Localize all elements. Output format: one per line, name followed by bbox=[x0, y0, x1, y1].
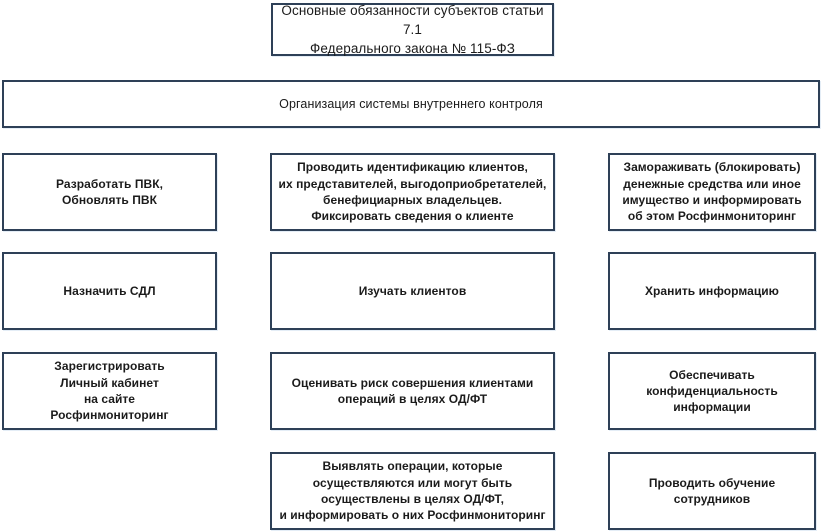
node-center-2-label: Изучать клиентов bbox=[358, 283, 467, 298]
node-title-box[interactable]: Основные обязанности субъектов статьи 7.… bbox=[271, 3, 554, 56]
node-left-2-label: Назначить СДЛ bbox=[63, 283, 156, 298]
node-center-1-label: Проводить идентификацию клиентов, их пре… bbox=[278, 160, 547, 224]
node-left-1-label: Разработать ПВК, Обновлять ПВК bbox=[56, 176, 163, 207]
node-right-3-label: Обеспечивать конфиденциальность информац… bbox=[646, 367, 778, 415]
node-right-1[interactable]: Замораживать (блокировать) денежные сред… bbox=[608, 153, 816, 231]
node-center-4-label: Выявлять операции, которые осуществляютс… bbox=[279, 459, 546, 523]
node-left-2[interactable]: Назначить СДЛ bbox=[2, 252, 217, 330]
node-left-3-label: Зарегистрировать Личный кабинет на сайте… bbox=[50, 359, 169, 423]
node-left-1[interactable]: Разработать ПВК, Обновлять ПВК bbox=[2, 153, 217, 231]
node-center-2[interactable]: Изучать клиентов bbox=[270, 252, 555, 330]
node-center-3[interactable]: Оценивать риск совершения клиентами опер… bbox=[270, 352, 555, 430]
node-right-4[interactable]: Проводить обучение сотрудников bbox=[608, 452, 816, 530]
node-right-2[interactable]: Хранить информацию bbox=[608, 252, 816, 330]
node-right-2-label: Хранить информацию bbox=[645, 283, 779, 298]
node-right-1-label: Замораживать (блокировать) денежные сред… bbox=[622, 160, 802, 224]
node-left-3[interactable]: Зарегистрировать Личный кабинет на сайте… bbox=[2, 352, 217, 430]
node-band-label: Организация системы внутреннего контроля bbox=[279, 96, 543, 111]
node-band-internal-control[interactable]: Организация системы внутреннего контроля bbox=[2, 80, 820, 128]
node-right-3[interactable]: Обеспечивать конфиденциальность информац… bbox=[608, 352, 816, 430]
node-center-3-label: Оценивать риск совершения клиентами опер… bbox=[291, 375, 534, 406]
node-center-4[interactable]: Выявлять операции, которые осуществляютс… bbox=[270, 452, 555, 530]
node-center-1[interactable]: Проводить идентификацию клиентов, их пре… bbox=[270, 153, 555, 231]
node-right-4-label: Проводить обучение сотрудников bbox=[648, 475, 776, 506]
node-title-label: Основные обязанности субъектов статьи 7.… bbox=[281, 2, 544, 57]
